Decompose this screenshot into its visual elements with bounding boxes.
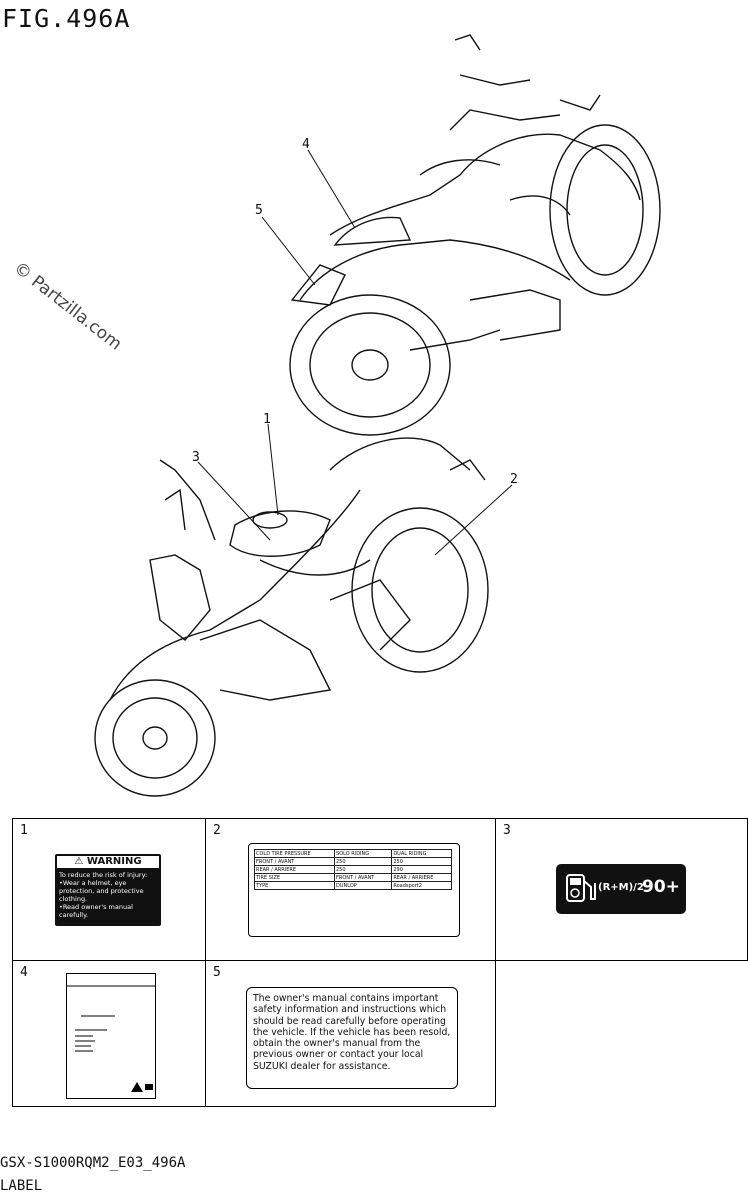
octane-value: 90+: [642, 877, 680, 897]
label-number: 3: [503, 823, 511, 838]
tire-cell: 290: [391, 865, 452, 874]
empty-cell: [496, 961, 748, 1107]
figure-title: FIG.496A: [2, 4, 131, 33]
label-cell-3: 3 (R+M)/2 90+: [496, 819, 748, 961]
warning-label: ⚠ WARNING To reduce the risk of injury: …: [55, 854, 161, 926]
callout-1: 1: [263, 412, 271, 427]
fuel-octane-label: (R+M)/2 90+: [556, 864, 686, 914]
manual-cover-drawing: [67, 985, 155, 1092]
label-number: 1: [20, 823, 28, 838]
label-number: 5: [213, 965, 221, 980]
tire-cell: REAR / ARRIERE: [391, 873, 452, 882]
label-number: 4: [20, 965, 28, 980]
tire-cell: SOLO RIDING: [333, 849, 393, 858]
owners-manual-booklet: [66, 973, 156, 1099]
fuel-pump-icon: [566, 874, 596, 902]
labels-table: 1 ⚠ WARNING To reduce the risk of injury…: [12, 818, 748, 1107]
tire-cell: DUNLOP: [333, 881, 393, 890]
callout-5: 5: [255, 203, 263, 218]
tire-cell: Roadsport2: [391, 881, 452, 890]
diagram-caption: LABEL: [0, 1178, 43, 1194]
callout-4: 4: [302, 137, 310, 152]
motorcycle-illustration: [94, 34, 661, 797]
label-cell-1: 1 ⚠ WARNING To reduce the risk of injury…: [13, 819, 206, 961]
warning-heading: ⚠ WARNING: [57, 856, 159, 868]
tire-cell: COLD TIRE PRESSURE: [254, 849, 335, 858]
upper-motorcycle-drawing: [289, 34, 661, 436]
callout-3: 3: [192, 450, 200, 465]
tire-cell: FRONT / AVANT: [333, 873, 393, 882]
lower-motorcycle-drawing: [94, 437, 489, 797]
label-number: 2: [213, 823, 221, 838]
warning-text: To reduce the risk of injury: •Wear a he…: [59, 871, 148, 919]
tire-cell: TYPE: [254, 881, 335, 890]
diagram-code: GSX-S1000RQM2_E03_496A: [0, 1155, 186, 1171]
label-cell-4: 4: [13, 961, 206, 1107]
fuel-rating-formula: (R+M)/2: [598, 882, 644, 893]
tire-cell: REAR / ARRIERE: [254, 865, 335, 874]
owners-manual-notice-label: The owner's manual contains important sa…: [246, 987, 458, 1089]
tire-cell: 250: [333, 865, 393, 874]
table-bottom-rule: [12, 1106, 368, 1107]
label-cell-5: 5 The owner's manual contains important …: [206, 961, 496, 1107]
tire-cell: 250: [333, 857, 393, 866]
tire-cell: TIRE SIZE: [254, 873, 335, 882]
callout-2: 2: [510, 472, 518, 487]
tire-cell: DUAL RIDING: [391, 849, 452, 858]
tire-cell: 250: [391, 857, 452, 866]
tire-cell: FRONT / AVANT: [254, 857, 335, 866]
